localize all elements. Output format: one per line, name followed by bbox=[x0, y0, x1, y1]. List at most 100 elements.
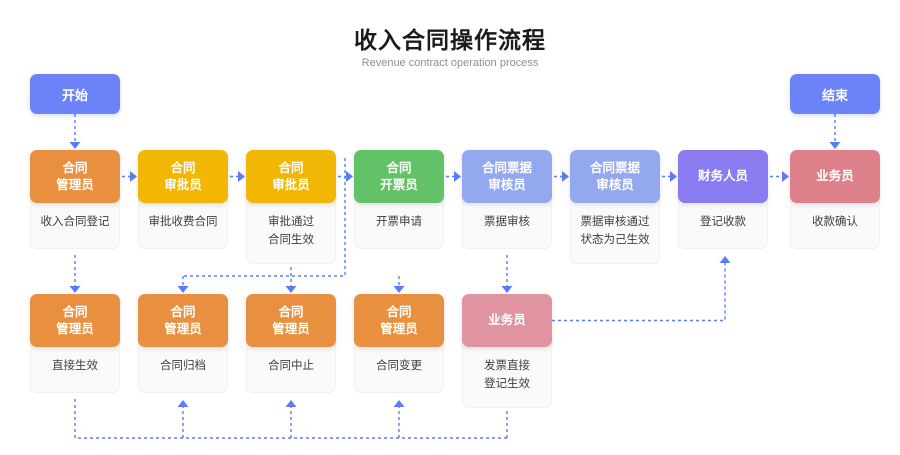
node-description-line: 收入合同登记 bbox=[40, 216, 110, 228]
arrowhead-bus-to-b4 bbox=[393, 400, 405, 407]
node-role-line: 合同 bbox=[170, 160, 196, 175]
connector-bottom-bus bbox=[74, 399, 507, 439]
arrowhead-end-to-t8 bbox=[829, 142, 841, 149]
arrowhead-t5-to-t6 bbox=[562, 171, 569, 182]
node-role-line: 合同票据 bbox=[481, 160, 532, 175]
node-role-header: 合同管理员 bbox=[30, 150, 120, 203]
process-node-b2[interactable]: 合同管理员合同归档 bbox=[138, 294, 228, 393]
node-description-line: 合同中止 bbox=[268, 360, 314, 372]
node-role-header: 合同管理员 bbox=[138, 294, 228, 347]
node-description-line: 登记收款 bbox=[700, 216, 746, 228]
arrowhead-start-to-t1 bbox=[69, 142, 81, 149]
arrowhead-t5-to-b5 bbox=[501, 286, 513, 293]
node-description-line: 登记生效 bbox=[484, 378, 530, 390]
arrowhead-t6-to-t7 bbox=[670, 171, 677, 182]
terminal-end[interactable]: 结束 bbox=[790, 74, 880, 114]
node-description-line: 合同归档 bbox=[160, 360, 206, 372]
node-description-line: 直接生效 bbox=[52, 360, 98, 372]
page-subtitle: Revenue contract operation process bbox=[361, 57, 539, 69]
node-role-header: 业务员 bbox=[790, 150, 880, 203]
node-description: 直接生效 bbox=[30, 339, 120, 393]
node-description: 登记收款 bbox=[678, 195, 768, 249]
node-description: 收款确认 bbox=[790, 195, 880, 249]
node-role-line: 管理员 bbox=[272, 321, 310, 336]
arrowhead-bus-to-b4 bbox=[393, 286, 405, 293]
node-role-line: 合同 bbox=[278, 304, 304, 319]
node-role-line: 业务员 bbox=[816, 169, 854, 183]
terminal-start[interactable]: 开始 bbox=[30, 74, 120, 114]
process-node-b1[interactable]: 合同管理员直接生效 bbox=[30, 294, 120, 393]
arrowhead-t1-to-b1 bbox=[69, 286, 81, 293]
node-role-line: 开票员 bbox=[380, 177, 418, 192]
node-role-line: 审批员 bbox=[164, 177, 202, 192]
node-description: 票据审核通过状态为己生效 bbox=[570, 195, 660, 264]
process-node-t8[interactable]: 业务员收款确认 bbox=[790, 150, 880, 249]
process-node-b4[interactable]: 合同管理员合同变更 bbox=[354, 294, 444, 393]
node-description-line: 审批收费合同 bbox=[148, 216, 218, 228]
node-description: 合同中止 bbox=[246, 339, 336, 393]
connector-b5-to-t7 bbox=[552, 263, 726, 322]
node-role-line: 审批员 bbox=[272, 177, 310, 192]
node-role-line: 合同 bbox=[386, 160, 412, 175]
node-role-header: 合同票据审核员 bbox=[462, 150, 552, 203]
node-description: 票据审核 bbox=[462, 195, 552, 249]
terminal-label: 开始 bbox=[61, 87, 88, 103]
arrowhead-t3-to-t4 bbox=[346, 171, 353, 182]
node-role-line: 合同 bbox=[278, 160, 304, 175]
page-title: 收入合同操作流程 bbox=[354, 27, 546, 53]
node-description: 合同变更 bbox=[354, 339, 444, 393]
process-node-t5[interactable]: 合同票据审核员票据审核 bbox=[462, 150, 552, 249]
node-description-line: 票据审核通过 bbox=[580, 216, 650, 228]
node-description-line: 票据审核 bbox=[484, 216, 530, 228]
node-description: 发票直接登记生效 bbox=[462, 339, 552, 408]
node-role-header: 合同票据审核员 bbox=[570, 150, 660, 203]
node-role-line: 管理员 bbox=[56, 177, 94, 192]
process-node-t2[interactable]: 合同审批员审批收费合同 bbox=[138, 150, 228, 249]
process-node-t7[interactable]: 财务人员登记收款 bbox=[678, 150, 768, 249]
node-description-line: 收款确认 bbox=[812, 216, 858, 228]
node-role-line: 合同票据 bbox=[589, 160, 640, 175]
process-node-t1[interactable]: 合同管理员收入合同登记 bbox=[30, 150, 120, 249]
arrowhead-t3-to-b3 bbox=[285, 286, 297, 293]
node-role-line: 管理员 bbox=[380, 321, 418, 336]
arrowhead-t4-to-t5 bbox=[454, 171, 461, 182]
arrowhead-bus-to-b2 bbox=[177, 400, 189, 407]
node-role-line: 管理员 bbox=[164, 321, 202, 336]
node-description: 审批收费合同 bbox=[138, 195, 228, 249]
node-role-line: 审核员 bbox=[596, 177, 634, 192]
node-role-header: 合同管理员 bbox=[30, 294, 120, 347]
node-role-line: 管理员 bbox=[56, 321, 94, 336]
terminal-label: 结束 bbox=[821, 87, 848, 103]
node-description: 开票申请 bbox=[354, 195, 444, 249]
node-description: 合同归档 bbox=[138, 339, 228, 393]
node-role-header: 合同审批员 bbox=[246, 150, 336, 203]
node-description-line: 审批通过 bbox=[268, 216, 314, 228]
node-description-line: 合同生效 bbox=[268, 234, 314, 246]
node-role-line: 合同 bbox=[62, 304, 88, 319]
node-role-header: 合同管理员 bbox=[354, 294, 444, 347]
arrowhead-t1-to-t2 bbox=[130, 171, 137, 182]
node-role-line: 业务员 bbox=[488, 313, 526, 327]
process-node-t6[interactable]: 合同票据审核员票据审核通过状态为己生效 bbox=[570, 150, 660, 264]
node-role-line: 合同 bbox=[386, 304, 412, 319]
node-role-header: 合同管理员 bbox=[246, 294, 336, 347]
arrowhead-t7-to-t8 bbox=[782, 171, 789, 182]
node-role-header: 业务员 bbox=[462, 294, 552, 347]
node-role-line: 合同 bbox=[170, 304, 196, 319]
node-role-line: 财务人员 bbox=[697, 169, 748, 183]
node-role-header: 合同开票员 bbox=[354, 150, 444, 203]
node-role-line: 合同 bbox=[62, 160, 88, 175]
arrowhead-t2-to-t3 bbox=[238, 171, 245, 182]
process-node-b3[interactable]: 合同管理员合同中止 bbox=[246, 294, 336, 393]
node-description: 收入合同登记 bbox=[30, 195, 120, 249]
process-node-t3[interactable]: 合同审批员审批通过合同生效 bbox=[246, 150, 336, 264]
node-description-line: 发票直接 bbox=[484, 360, 530, 372]
node-description-line: 开票申请 bbox=[376, 216, 422, 228]
process-node-t4[interactable]: 合同开票员开票申请 bbox=[354, 150, 444, 249]
node-description-line: 状态为己生效 bbox=[580, 234, 650, 246]
process-node-b5[interactable]: 业务员发票直接登记生效 bbox=[462, 294, 552, 408]
arrowhead-bus-to-b2 bbox=[177, 286, 189, 293]
node-role-header: 财务人员 bbox=[678, 150, 768, 203]
